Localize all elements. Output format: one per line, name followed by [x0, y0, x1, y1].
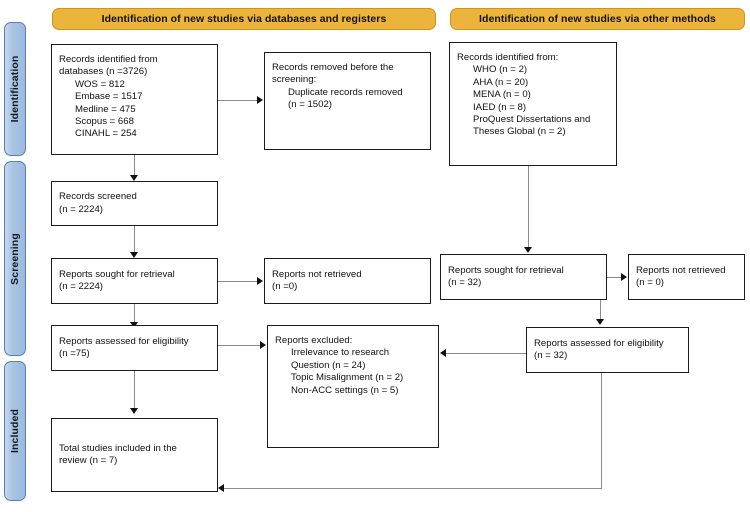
arrowhead-identified-to-screened — [130, 175, 138, 181]
connector-identified-to-screened — [134, 155, 135, 176]
node-records-screened-text: Records screened (n = 2224) — [59, 191, 137, 215]
stage-pill-screening: Screening — [4, 161, 26, 356]
stage-pill-included: Included — [4, 361, 26, 501]
arrowhead-screened-to-sought — [130, 252, 138, 258]
section-header-other-methods-label: Identification of new studies via other … — [479, 13, 716, 25]
connector-assessed-other-to-included-vertical — [601, 373, 602, 488]
node-reports-sought-databases: Reports sought for retrieval (n = 2224) — [51, 258, 218, 304]
connector-screened-to-sought — [134, 226, 135, 253]
connector-assessed-other-to-excluded — [446, 353, 526, 354]
connector-identified-to-removed — [218, 100, 258, 101]
connector-identified-other-to-sought-other — [528, 166, 529, 248]
node-reports-sought-other-text: Reports sought for retrieval (n = 32) — [448, 264, 564, 288]
node-reports-not-retrieved-other: Reports not retrieved (n = 0) — [628, 254, 745, 300]
node-records-screened: Records screened (n = 2224) — [51, 181, 218, 226]
node-total-studies-included-text: Total studies included in the review (n … — [59, 442, 177, 466]
arrowhead-sought-to-assessed-other — [596, 319, 604, 325]
node-records-identified-databases: Records identified from databases (n =37… — [51, 44, 218, 155]
node-reports-not-retrieved-other-text: Reports not retrieved (n = 0) — [636, 264, 726, 288]
node-reports-assessed-other-text: Reports assessed for eligibility (n = 32… — [534, 337, 664, 361]
section-header-other-methods: Identification of new studies via other … — [450, 8, 745, 30]
stage-label-screening: Screening — [9, 232, 21, 285]
connector-sought-to-assessed-other — [600, 300, 601, 320]
arrowhead-identified-to-removed — [257, 96, 263, 104]
connector-assessed-db-to-included — [134, 371, 135, 409]
node-reports-sought-databases-text: Reports sought for retrieval (n = 2224) — [59, 268, 175, 292]
arrowhead-assessed-other-to-included — [218, 484, 224, 492]
node-reports-not-retrieved-databases: Reports not retrieved (n =0) — [264, 258, 431, 304]
node-reports-assessed-databases-text: Reports assessed for eligibility (n =75) — [59, 335, 189, 359]
arrowhead-assessed-other-to-excluded — [440, 349, 446, 357]
section-header-databases-registers: Identification of new studies via databa… — [52, 8, 436, 30]
node-records-identified-databases-text: Records identified from databases (n =37… — [59, 54, 158, 140]
connector-sought-to-not-retrieved-db — [218, 281, 258, 282]
connector-sought-to-not-retrieved-other — [607, 277, 623, 278]
node-records-identified-other: Records identified from: WHO (n = 2) AHA… — [449, 42, 617, 166]
arrowhead-assessed-db-to-excluded — [260, 341, 266, 349]
connector-assessed-other-to-included-horizontal — [224, 488, 602, 489]
arrowhead-sought-to-not-retrieved-other — [621, 273, 627, 281]
node-reports-sought-other: Reports sought for retrieval (n = 32) — [440, 254, 607, 300]
stage-label-identification: Identification — [9, 55, 21, 123]
node-reports-not-retrieved-databases-text: Reports not retrieved (n =0) — [272, 268, 362, 292]
node-reports-excluded-text: Reports excluded: Irrelevance to researc… — [275, 335, 404, 396]
node-total-studies-included: Total studies included in the review (n … — [51, 418, 218, 492]
stage-pill-identification: Identification — [4, 22, 26, 156]
arrowhead-sought-to-not-retrieved-db — [257, 277, 263, 285]
connector-assessed-db-to-excluded — [218, 345, 261, 346]
node-records-identified-other-text: Records identified from: WHO (n = 2) AHA… — [457, 52, 591, 138]
node-reports-assessed-other: Reports assessed for eligibility (n = 32… — [526, 327, 689, 373]
node-reports-excluded: Reports excluded: Irrelevance to researc… — [267, 325, 439, 448]
section-header-databases-registers-label: Identification of new studies via databa… — [101, 13, 387, 25]
connector-sought-to-assessed-db — [134, 304, 135, 323]
node-reports-assessed-databases: Reports assessed for eligibility (n =75) — [51, 325, 218, 371]
node-records-removed: Records removed before the screening: Du… — [264, 52, 431, 150]
node-records-removed-text: Records removed before the screening: Du… — [272, 62, 403, 111]
arrowhead-identified-other-to-sought-other — [524, 247, 532, 253]
stage-label-included: Included — [9, 409, 21, 453]
arrowhead-assessed-db-to-included — [130, 408, 138, 414]
